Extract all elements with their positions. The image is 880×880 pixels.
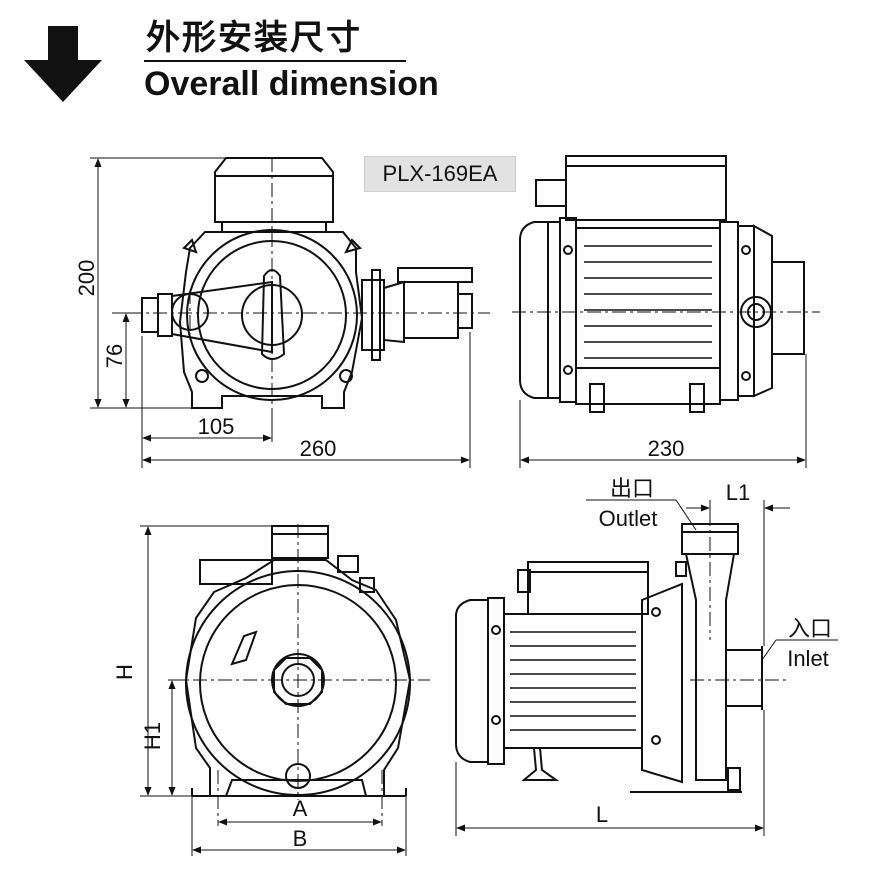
title-chinese: 外形安装尺寸 [146, 18, 362, 58]
dim-label-76: 76 [102, 344, 127, 368]
side-view-fins [584, 245, 712, 359]
dim-label-260: 260 [300, 436, 337, 461]
dim-label-L: L [596, 802, 608, 827]
down-arrow-icon [24, 26, 102, 102]
model-badge: PLX-169EA [364, 156, 516, 192]
inlet-label-cn: 入口 [788, 617, 832, 642]
side-bottom-centerlines [690, 512, 786, 681]
inlet-label-en: Inlet [787, 646, 829, 671]
outlet-label-en: Outlet [599, 506, 658, 531]
dim-label-L1: L1 [726, 480, 750, 505]
outlet-label-cn: 出口 [610, 477, 654, 502]
front-dimensions [90, 157, 471, 468]
side-bottom-dimensions [455, 499, 838, 836]
side-bottom-fins [510, 631, 636, 731]
side-view-bottom [455, 523, 763, 793]
dim-label-H: H [112, 664, 137, 680]
dim-label-200: 200 [74, 260, 99, 297]
side-dimensions [519, 354, 807, 468]
dim-label-H1: H1 [140, 722, 165, 750]
front-bottom-centerlines [168, 524, 430, 826]
front-bottom-dimensions [140, 525, 407, 856]
front-view-top [141, 157, 473, 409]
dim-label-230: 230 [648, 436, 685, 461]
dim-label-A: A [293, 796, 308, 821]
front-view-centerlines [128, 158, 490, 412]
title-underline [144, 60, 406, 62]
title-english: Overall dimension [144, 65, 439, 103]
side-view-top [519, 155, 805, 413]
dim-label-105: 105 [198, 414, 235, 439]
header: 外形安装尺寸 Overall dimension [0, 0, 880, 110]
dim-label-B: B [293, 826, 308, 851]
